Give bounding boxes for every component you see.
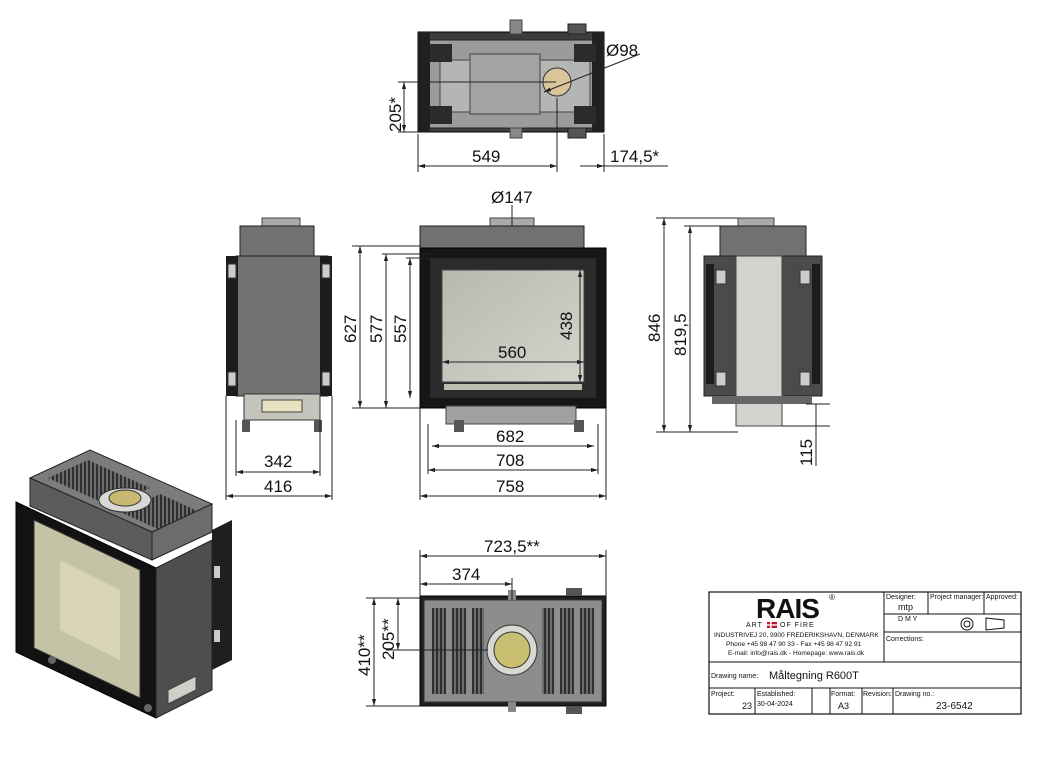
dim-front-h1: 627 xyxy=(341,315,360,343)
format-value: A3 xyxy=(838,701,849,711)
dim-top-diameter: Ø98 xyxy=(606,41,638,60)
tagline-fire: OF FIRE xyxy=(780,622,815,629)
isometric-view xyxy=(15,449,232,719)
drawing-no-value: 23-6542 xyxy=(936,701,973,712)
designer-value: mtp xyxy=(898,602,913,612)
approved-label: Approved: xyxy=(986,594,1018,601)
left-side-view xyxy=(226,217,332,432)
revision-label: Revision: xyxy=(863,691,892,698)
dim-glass-width: 560 xyxy=(498,343,526,362)
drawing-name-label: Drawing name: xyxy=(711,673,758,680)
dim-front-w2: 708 xyxy=(496,451,524,470)
dim-front-flue: Ø147 xyxy=(491,188,533,207)
dim-top-width: 549 xyxy=(472,147,500,166)
dim-side-w2: 416 xyxy=(264,477,292,496)
dim-right-h3: 115 xyxy=(797,439,816,466)
project-label: Project: xyxy=(711,691,735,698)
designer-label: Designer: xyxy=(886,594,916,601)
dim-bottom-h2: 205** xyxy=(379,618,398,660)
title-block: RAIS ® ART OF FIRE INDUSTRIVEJ 20, 9900 … xyxy=(708,591,1022,715)
top-view xyxy=(417,19,605,139)
dim-leader-98 xyxy=(543,53,641,93)
company-phone: Phone +45 98 47 90 33 - Fax +45 98 47 92… xyxy=(726,641,862,648)
project-value: 23 xyxy=(742,701,752,711)
bottom-view xyxy=(419,588,607,714)
company-email: E-mail: info@rais.dk - Homepage: www.rai… xyxy=(728,650,865,657)
front-view xyxy=(419,217,607,432)
dim-bottom-h1: 410** xyxy=(355,634,374,676)
dim-front-h2: 577 xyxy=(367,315,386,343)
rais-logo: RAIS xyxy=(756,593,819,624)
dim-front-w3: 758 xyxy=(496,477,524,496)
format-label: Format: xyxy=(831,691,855,698)
pm-label: Project manager: xyxy=(930,594,983,601)
dim-right-h2: 819,5 xyxy=(671,313,690,356)
dim-bottom-total: 723,5** xyxy=(484,537,540,556)
dmy-label: D M Y xyxy=(898,616,918,623)
registered-mark: ® xyxy=(829,593,835,602)
dim-side-w1: 342 xyxy=(264,452,292,471)
established-value: 30-04-2024 xyxy=(757,701,793,708)
dim-bottom-offset: 374 xyxy=(452,565,480,584)
dim-front-h3: 557 xyxy=(391,315,410,343)
corrections-label: Corrections: xyxy=(886,636,924,643)
tagline-art: ART xyxy=(746,622,763,629)
established-label: Established: xyxy=(757,691,795,698)
company-address: INDUSTRIVEJ 20, 9900 FREDERIKSHAVN, DENM… xyxy=(714,632,879,639)
drawing-no-label: Drawing no.: xyxy=(895,691,934,698)
dim-front-w1: 682 xyxy=(496,427,524,446)
dim-right-h1: 846 xyxy=(645,314,664,342)
projection-symbol-icon xyxy=(960,617,974,631)
right-side-view xyxy=(703,217,823,427)
dim-top-height: 205* xyxy=(386,97,405,132)
dim-glass-height: 438 xyxy=(557,312,576,340)
dim-top-offset: 174,5* xyxy=(610,147,660,166)
drawing-name-value: Måltegning R600T xyxy=(769,670,859,682)
